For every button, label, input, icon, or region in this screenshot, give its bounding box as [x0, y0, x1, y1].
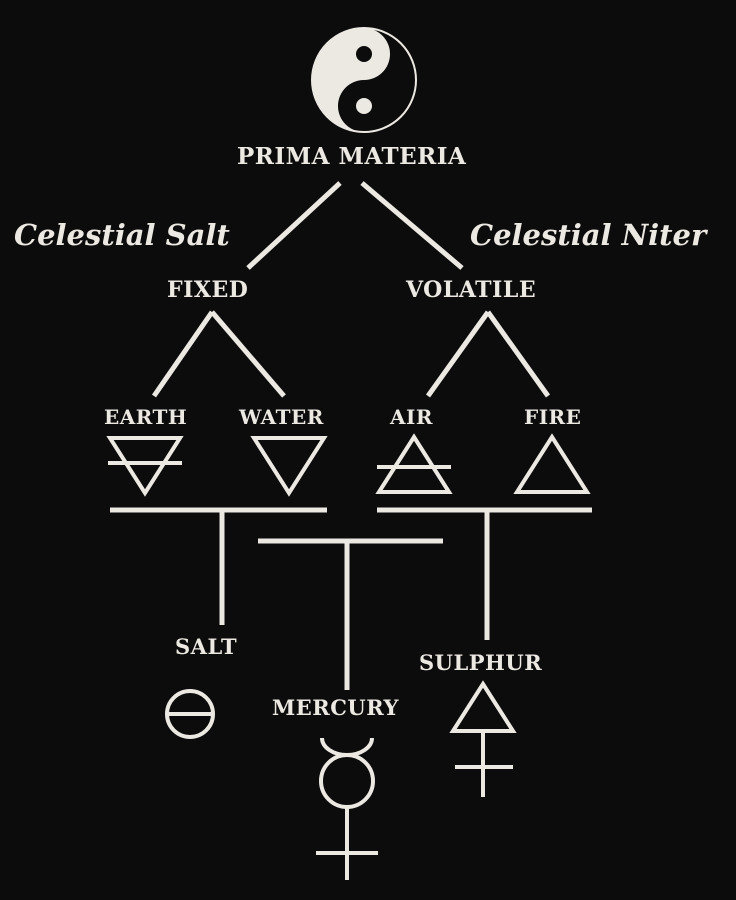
fire-label: FIRE — [524, 405, 582, 429]
sulphur-icon — [449, 680, 517, 797]
branch-line-left — [246, 181, 342, 270]
air-triangle-icon — [375, 433, 453, 494]
air-label: AIR — [390, 405, 433, 429]
water-label: WATER — [239, 405, 324, 429]
water-triangle-icon — [250, 436, 328, 497]
salt-icon — [165, 689, 215, 739]
volatile-label: VOLATILE — [406, 277, 537, 303]
volatile-to-air-line — [425, 310, 491, 398]
volatile-to-fire-line — [485, 310, 551, 398]
fire-triangle-icon — [513, 433, 591, 494]
branch-line-right — [360, 181, 464, 270]
earth-label: EARTH — [104, 405, 188, 429]
mercury-icon — [316, 737, 378, 880]
yin-yang-icon — [311, 27, 417, 133]
salt-label: SALT — [175, 634, 238, 659]
mercury-label: MERCURY — [272, 695, 400, 720]
prima-materia-label: PRIMA MATERIA — [237, 143, 467, 170]
fixed-to-earth-line — [151, 310, 215, 398]
fixed-label: FIXED — [167, 277, 249, 303]
fixed-to-water-line — [210, 310, 286, 398]
celestial-salt-label: Celestial Salt — [14, 218, 230, 252]
sulphur-label: SULPHUR — [419, 650, 543, 675]
celestial-niter-label: Celestial Niter — [470, 218, 707, 252]
earth-triangle-icon — [106, 436, 184, 497]
